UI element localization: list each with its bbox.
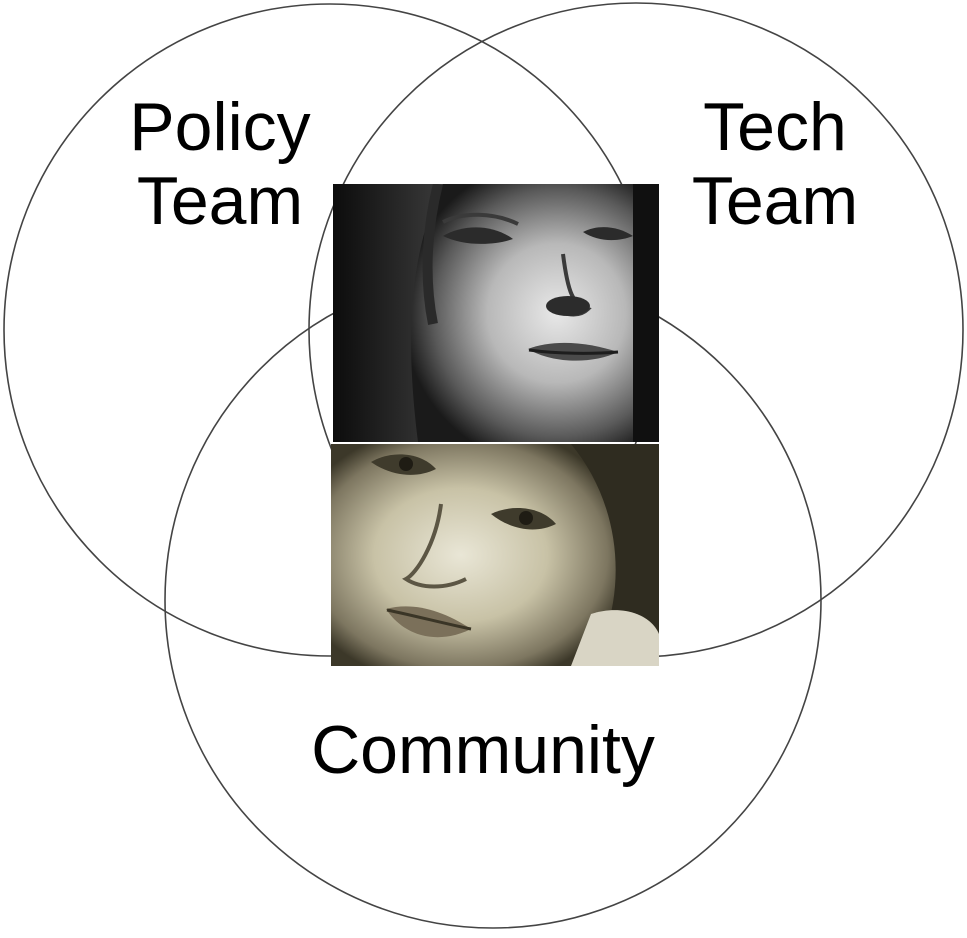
center-photo-top [333,184,659,442]
tech-team-label-line2: Team [691,163,859,239]
tech-team-label: Tech Team [665,90,885,238]
center-photo-bottom [331,444,659,666]
policy-team-label: Policy Team [110,90,330,238]
community-label: Community [311,712,655,788]
tech-team-label-line1: Tech [703,89,847,165]
policy-team-label-line1: Policy [129,89,311,165]
woman-face-portrait-photo-icon [333,184,659,442]
woman-face-portrait-photo-icon [331,444,659,666]
policy-team-label-line2: Team [136,163,304,239]
